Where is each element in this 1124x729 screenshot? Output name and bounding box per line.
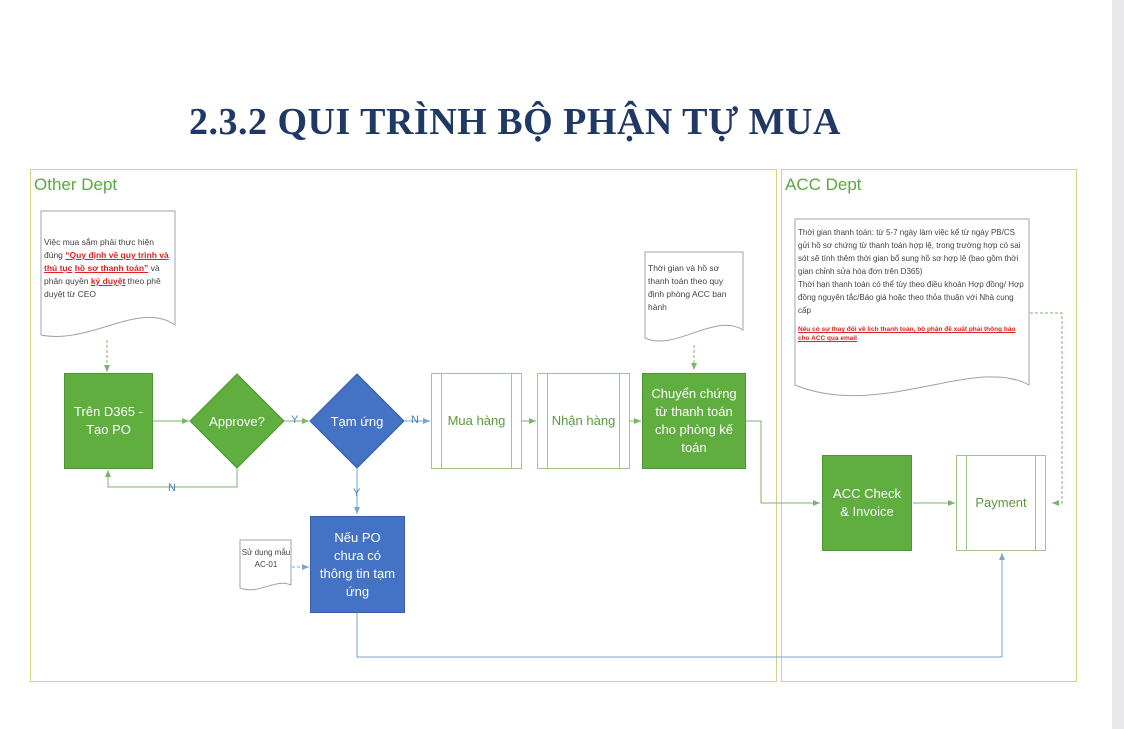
note-payment-terms-p2: Thời hạn thanh toán có thể tùy theo điều… — [798, 280, 1024, 315]
lane-title-other: Other Dept — [34, 175, 118, 194]
process-transfer-docs[interactable]: Chuyển chứng từ thanh toán cho phòng kế … — [642, 373, 746, 469]
lane-acc-dept: ACC Dept — [781, 169, 1077, 682]
note-ceo-red-2: hồ sơ thanh toán” — [74, 263, 149, 273]
note-ceo-line: Việc mua sắm phải thực hiện đúng — [44, 237, 154, 260]
process-po-advance[interactable]: Nếu PO chưa có thông tin tạm ứng — [310, 516, 405, 613]
process-transfer-docs-label: Chuyển chứng từ thanh toán cho phòng kế … — [651, 386, 737, 455]
note-ceo-red-1: “Quy định về quy trình và thủ tục — [44, 250, 169, 273]
page-title: 2.3.2 QUI TRÌNH BỘ PHẬN TỰ MUA — [189, 101, 841, 143]
process-create-po-label: Trên D365 - Tạo PO — [74, 404, 143, 437]
process-create-po[interactable]: Trên D365 - Tạo PO — [64, 373, 153, 469]
process-buy-label: Mua hàng — [447, 413, 506, 428]
note-ceo-red-3: ký duyệt — [90, 276, 126, 286]
note-ceo-document — [40, 210, 176, 337]
process-buy[interactable]: Mua hàng — [431, 373, 522, 469]
process-po-advance-label: Nếu PO chưa có thông tin tạm ứng — [319, 529, 396, 599]
note-payment-terms-warning: Nếu có sự thay đổi về lịch thanh toán, b… — [798, 326, 1016, 342]
decision-approve-label[interactable]: Approve? — [209, 413, 265, 429]
note-payment-terms-p1: Thời gian thanh toán: từ 5-7 ngày làm vi… — [798, 228, 1021, 276]
process-payment[interactable]: Payment — [956, 455, 1046, 551]
process-acc-check[interactable]: ACC Check & Invoice — [822, 455, 912, 551]
lane-title-acc: ACC Dept — [785, 175, 862, 194]
note-template-document — [239, 539, 292, 591]
edge-label-approve-no: N — [168, 482, 176, 494]
note-template-text: Sử dụng mẫu AC-01 — [241, 548, 291, 569]
note-payment-terms-text: Thời gian thanh toán: từ 5-7 ngày làm vi… — [798, 226, 1028, 343]
process-acc-check-label: ACC Check & Invoice — [833, 486, 901, 519]
note-acc-docs-document — [644, 251, 744, 342]
right-edge-scroll-strip — [1112, 0, 1124, 729]
process-receive-label: Nhận hàng — [551, 413, 616, 428]
note-ceo-tail: theo phê duyệt từ CEO — [44, 276, 161, 299]
edge-label-advance-yes: Y — [353, 487, 361, 499]
decision-advance-label[interactable]: Tạm ứng — [330, 413, 384, 429]
note-ceo-mid: và phân quyền — [44, 263, 160, 286]
note-acc-docs-text: Thời gian và hồ sơ thanh toán theo quy đ… — [648, 263, 727, 312]
process-receive[interactable]: Nhận hàng — [537, 373, 630, 469]
note-payment-terms-document — [794, 218, 1030, 397]
note-ceo-text: Việc mua sắm phải thực hiện đúng “Quy đị… — [44, 236, 172, 301]
lane-other-dept: Other Dept — [30, 169, 777, 682]
edge-label-approve-yes: Y — [291, 414, 299, 426]
edge-label-advance-no: N — [411, 414, 419, 426]
process-payment-label: Payment — [975, 495, 1027, 510]
